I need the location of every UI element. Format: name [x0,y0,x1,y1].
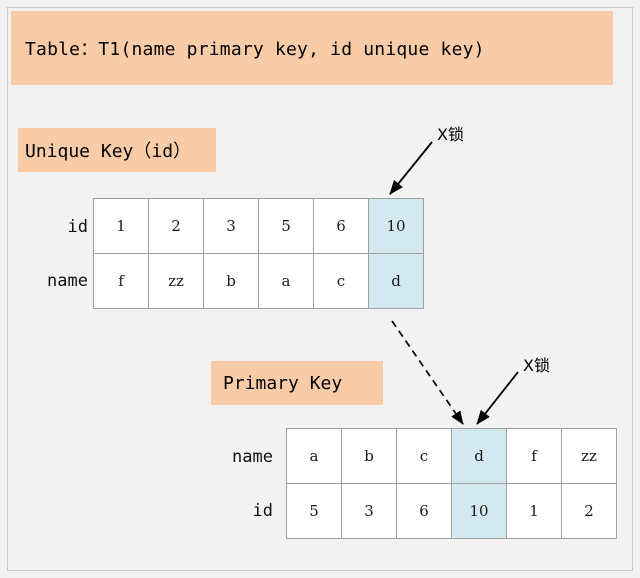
table-definition-banner: Table：T1(name primary key, id unique key… [11,11,613,85]
x-lock-label-primary: X锁 [523,356,550,375]
unique-key-label-text: Unique Key（id） [25,141,192,162]
primary-key-table: a b c d f zz 5 3 6 10 1 2 [286,428,617,539]
table-cell: c [396,428,452,484]
table-cell: f [93,253,149,309]
table-cell: zz [148,253,204,309]
table-cell: 3 [203,198,259,254]
table-cell: a [286,428,342,484]
table-cell: 6 [396,483,452,539]
table-cell: zz [561,428,617,484]
primary-key-row-label-name: name [232,447,273,467]
table-cell: 2 [561,483,617,539]
unique-key-row-label-id: id [67,217,88,237]
table-definition-text: Table：T1(name primary key, id unique key… [25,39,485,60]
primary-key-row-label-id: id [252,501,273,521]
table-cell: b [341,428,397,484]
table-cell-highlighted: 10 [451,483,507,539]
table-cell: 5 [286,483,342,539]
table-cell: 3 [341,483,397,539]
table-cell: 6 [313,198,369,254]
table-cell: 1 [506,483,562,539]
table-row: 5 3 6 10 1 2 [286,483,617,539]
primary-key-label-text: Primary Key [223,372,343,394]
table-cell-highlighted: 10 [368,198,424,254]
table-cell-highlighted: d [368,253,424,309]
table-cell: a [258,253,314,309]
table-cell: 5 [258,198,314,254]
primary-key-section-label: Primary Key [211,361,383,405]
table-cell: f [506,428,562,484]
unique-key-section-label: Unique Key（id） [18,128,216,172]
table-row: 1 2 3 5 6 10 [93,198,424,254]
table-cell: c [313,253,369,309]
table-cell: 1 [93,198,149,254]
table-cell: b [203,253,259,309]
unique-key-table: 1 2 3 5 6 10 f zz b a c d [93,198,424,309]
table-cell-highlighted: d [451,428,507,484]
unique-key-row-label-name: name [47,271,88,291]
table-row: a b c d f zz [286,428,617,484]
table-cell: 2 [148,198,204,254]
x-lock-label-unique: X锁 [437,125,464,144]
table-row: f zz b a c d [93,253,424,309]
